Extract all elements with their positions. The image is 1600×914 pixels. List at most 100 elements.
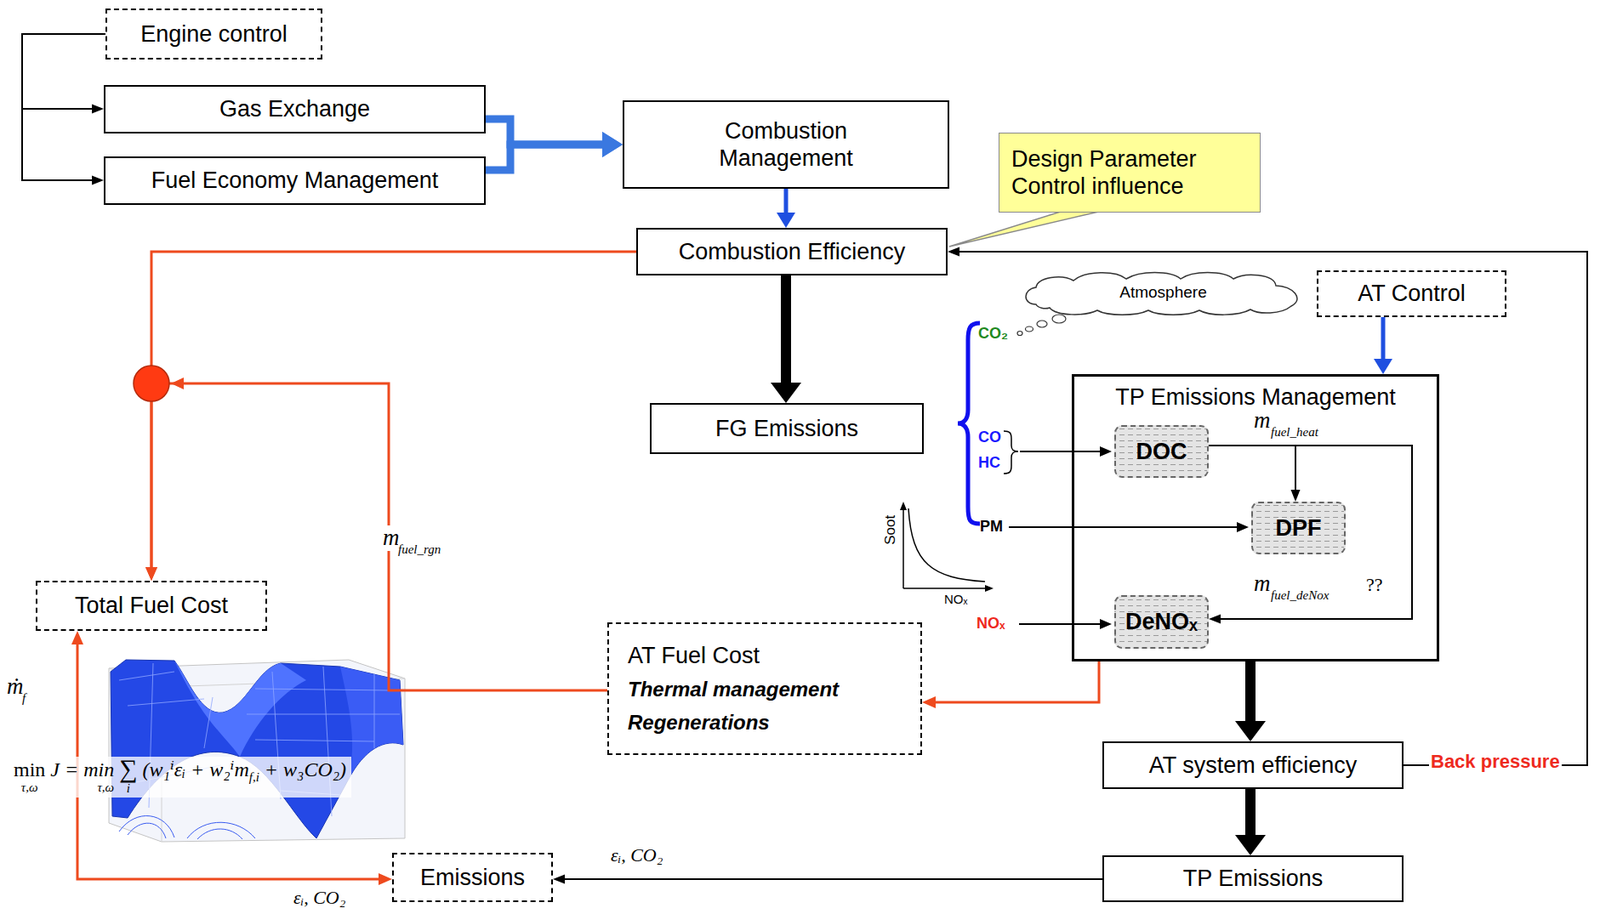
arrow-head — [378, 873, 393, 886]
connector — [1208, 445, 1413, 625]
node-label: Combustion Efficiency — [678, 238, 906, 266]
connector — [947, 247, 1588, 767]
dashed-box: AT Fuel CostThermal managementRegenerati… — [607, 622, 923, 756]
arrow-head — [145, 567, 158, 581]
species-label: NOₓ — [976, 615, 1006, 633]
node-label: AT Fuel Cost — [627, 642, 760, 670]
signal-subscript: fuel_rgn — [398, 542, 441, 558]
node-label: DPF — [1275, 514, 1322, 542]
min-operator: minτ,ω — [13, 758, 46, 796]
signal-symbol: m — [1253, 571, 1271, 598]
connector-line — [77, 642, 382, 880]
connector — [1235, 789, 1266, 856]
node-sublabel: Regenerations — [627, 711, 770, 736]
node-label: Total Fuel Cost — [74, 592, 228, 620]
dashed-box: Engine control — [105, 8, 323, 60]
connector-line — [933, 661, 1099, 703]
plot-axis — [902, 508, 905, 589]
connector — [1373, 317, 1393, 375]
connector-line — [784, 188, 789, 217]
arrow-head — [922, 696, 936, 709]
callout-box: Design Parameter Control influence — [998, 132, 1261, 213]
connector-line — [1208, 445, 1413, 620]
note-mark: ?? — [1366, 575, 1384, 596]
cloud-path — [1025, 273, 1298, 316]
plot-axis — [903, 587, 987, 590]
arrow-head — [145, 567, 158, 581]
connector — [145, 251, 637, 581]
signal-subscript: fuel_deNox — [1270, 588, 1329, 604]
arrow-head — [1099, 619, 1112, 630]
species-label: CO — [978, 429, 1002, 447]
connector-line — [151, 251, 637, 570]
node-label: Engine control — [140, 20, 288, 48]
formula-subscript: τ,ω — [21, 780, 39, 796]
arrow-head — [170, 377, 184, 390]
summing-junction — [133, 365, 170, 402]
node-label: FG Emissions — [715, 415, 859, 443]
connector-line — [1245, 789, 1256, 840]
signal-symbol: m — [1253, 408, 1271, 434]
plot-contour — [119, 816, 256, 840]
connector — [1235, 661, 1266, 742]
connector — [552, 875, 1103, 885]
formula-subscript: τ,ω — [96, 780, 114, 796]
bubble — [1025, 326, 1034, 332]
plot-surface-facet — [174, 660, 307, 758]
axis-head — [899, 501, 907, 511]
signal-subscript: fuel_heat — [1270, 425, 1319, 440]
arrow-head — [602, 131, 623, 158]
connector — [22, 34, 106, 114]
cloud-shape: Atmosphere — [1020, 273, 1306, 313]
arrow-head — [1235, 721, 1266, 742]
plot-surface — [110, 660, 404, 839]
node-label: DOC — [1136, 438, 1188, 466]
species-label: HC — [978, 455, 1001, 473]
arrow-head — [1236, 522, 1249, 533]
tradeoff-curve — [908, 508, 986, 582]
connector — [485, 119, 623, 158]
axis-label: NOₓ — [944, 592, 968, 608]
formula-part: J = min — [50, 758, 114, 781]
connector-line — [151, 383, 608, 691]
process-box: AT system efficiency — [1102, 741, 1404, 790]
formula-part: + w₃CO₂) — [264, 758, 347, 781]
process-box: FG Emissions — [649, 403, 924, 455]
formula-subscript: f,i — [249, 770, 260, 786]
species-brace — [957, 323, 980, 524]
node-label: AT system efficiency — [1149, 751, 1358, 780]
connector-line — [780, 275, 792, 388]
co-hc-brace — [1003, 431, 1019, 474]
connector — [22, 34, 106, 186]
bubble — [1052, 314, 1066, 324]
leader-arrow — [1008, 526, 1239, 529]
min-operator: J = minτ,ω — [50, 758, 114, 796]
bubble — [1036, 320, 1048, 328]
formula-part: ∑ — [119, 756, 137, 782]
thought-bubbles — [1017, 314, 1066, 336]
connector — [776, 188, 796, 228]
connector — [145, 383, 608, 691]
callout-tail — [949, 210, 1103, 247]
species-label: PM — [979, 518, 1003, 536]
node-label: Combustion Management — [683, 117, 889, 173]
process-box: Gas Exchange — [103, 85, 486, 134]
catalyst-box: DeNOₓ — [1114, 595, 1209, 650]
arrow-head — [1208, 614, 1221, 625]
arrow-head — [947, 247, 960, 257]
node-sublabel: Thermal management — [627, 677, 839, 703]
arrow-head — [602, 131, 623, 158]
process-box: Combustion Management — [622, 100, 950, 189]
surface-plot — [108, 660, 405, 843]
process-box: TP Emissions — [1102, 855, 1404, 903]
connector — [485, 131, 623, 171]
node-label: Gas Exchange — [219, 95, 371, 123]
soot-nox-plot — [899, 501, 994, 593]
node-label: AT Control — [1357, 279, 1466, 308]
dashed-box: AT Control — [1316, 270, 1507, 318]
connector-line — [22, 34, 106, 109]
edge-label: εᵢ, CO₂ — [610, 845, 663, 866]
species-label: CO₂ — [978, 325, 1008, 343]
sum-operator: ∑i — [119, 756, 137, 797]
